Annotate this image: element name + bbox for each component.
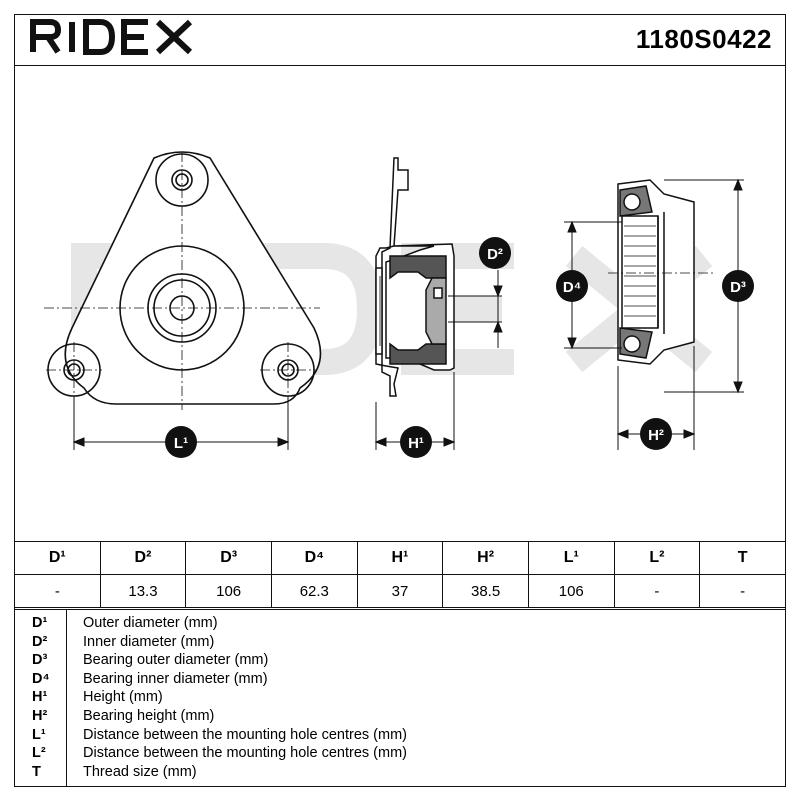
dim-bubble-h1: H¹ bbox=[400, 426, 432, 458]
spec-value-cell: 62.3 bbox=[270, 574, 358, 608]
spec-value-cell: 37 bbox=[356, 574, 444, 608]
dim-label-d4: D⁴ bbox=[563, 279, 581, 296]
side-section bbox=[375, 157, 455, 397]
dim-bubble-d2: D² bbox=[479, 237, 511, 269]
spec-header-cell: L¹ bbox=[527, 541, 615, 575]
dim-label-d3: D³ bbox=[730, 279, 746, 296]
spec-header-cell: T bbox=[699, 541, 786, 575]
legend-row: D¹ Outer diameter (mm) bbox=[14, 614, 786, 633]
legend-desc: Distance between the mounting hole centr… bbox=[83, 745, 407, 762]
legend-desc: Bearing outer diameter (mm) bbox=[83, 652, 269, 669]
legend-code: D² bbox=[32, 633, 48, 650]
dim-bubble-d4: D⁴ bbox=[556, 270, 588, 302]
spec-value-cell: - bbox=[699, 574, 786, 608]
legend-row: D² Inner diameter (mm) bbox=[14, 633, 786, 652]
legend-code: L² bbox=[32, 745, 46, 762]
dim-bubble-l1: L¹ bbox=[165, 426, 197, 458]
dim-bubble-h2: H² bbox=[640, 418, 672, 450]
legend-desc: Bearing inner diameter (mm) bbox=[83, 670, 268, 687]
bearing-section bbox=[617, 179, 695, 365]
legend-code: L¹ bbox=[32, 726, 46, 743]
legend-row: H¹ Height (mm) bbox=[14, 688, 786, 707]
legend-desc: Outer diameter (mm) bbox=[83, 615, 218, 631]
sheet-frame bbox=[14, 14, 786, 787]
spec-header-cell: H² bbox=[442, 541, 529, 575]
dim-bubble-d3: D³ bbox=[722, 270, 754, 302]
dim-label-d2: D² bbox=[487, 246, 503, 263]
spec-header-cell: L² bbox=[613, 541, 701, 575]
spec-value-row: - 13.3 106 62.3 37 38.5 106 - - bbox=[14, 574, 786, 608]
spec-header-cell: D⁴ bbox=[270, 541, 358, 575]
dim-label-h1: H¹ bbox=[408, 435, 424, 452]
spec-header-cell: D¹ bbox=[14, 541, 101, 575]
legend-desc: Height (mm) bbox=[83, 689, 163, 706]
spec-header-cell: H¹ bbox=[356, 541, 444, 575]
legend-row: T Thread size (mm) bbox=[14, 763, 786, 782]
legend-desc: Inner diameter (mm) bbox=[83, 633, 215, 650]
legend-row: L¹ Distance between the mounting hole ce… bbox=[14, 726, 786, 745]
legend-code: H¹ bbox=[32, 689, 48, 706]
technical-drawing: L¹ H¹ D² D⁴ D³ H² bbox=[44, 151, 754, 458]
spec-header-cell: D² bbox=[99, 541, 187, 575]
spec-value-cell: 106 bbox=[527, 574, 615, 608]
spec-table: D¹ D² D³ D⁴ H¹ H² L¹ L² T - 13.3 106 62.… bbox=[14, 541, 786, 608]
legend-desc: Thread size (mm) bbox=[83, 763, 197, 780]
d2-dimension bbox=[448, 270, 503, 348]
ridex-logo bbox=[30, 19, 193, 55]
legend-row: D⁴ Bearing inner diameter (mm) bbox=[14, 670, 786, 689]
legend-code: H² bbox=[32, 708, 48, 724]
legend-code: D³ bbox=[32, 652, 48, 669]
spec-value-cell: 38.5 bbox=[442, 574, 529, 608]
legend-code: D¹ bbox=[32, 615, 48, 631]
dim-label-h2: H² bbox=[648, 427, 664, 444]
spec-header-cell: D³ bbox=[185, 541, 272, 575]
part-number: 1180S0422 bbox=[635, 24, 772, 54]
spec-value-cell: - bbox=[14, 574, 101, 608]
legend: D¹ Outer diameter (mm) D² Inner diameter… bbox=[14, 609, 786, 787]
legend-divider bbox=[66, 610, 67, 787]
legend-code: T bbox=[32, 763, 41, 780]
spec-header-row: D¹ D² D³ D⁴ H¹ H² L¹ L² T bbox=[14, 541, 786, 575]
h1-dimension bbox=[374, 372, 456, 450]
legend-row: D³ Bearing outer diameter (mm) bbox=[14, 651, 786, 670]
legend-code: D⁴ bbox=[32, 670, 50, 687]
spec-value-cell: - bbox=[613, 574, 701, 608]
legend-desc: Distance between the mounting hole centr… bbox=[83, 726, 407, 743]
spec-value-cell: 13.3 bbox=[99, 574, 187, 608]
dim-label-l1: L¹ bbox=[174, 435, 188, 452]
legend-row: H² Bearing height (mm) bbox=[14, 707, 786, 726]
spec-value-cell: 106 bbox=[185, 574, 272, 608]
legend-row: L² Distance between the mounting hole ce… bbox=[14, 744, 786, 763]
legend-desc: Bearing height (mm) bbox=[83, 708, 215, 724]
header-bar bbox=[14, 14, 786, 66]
